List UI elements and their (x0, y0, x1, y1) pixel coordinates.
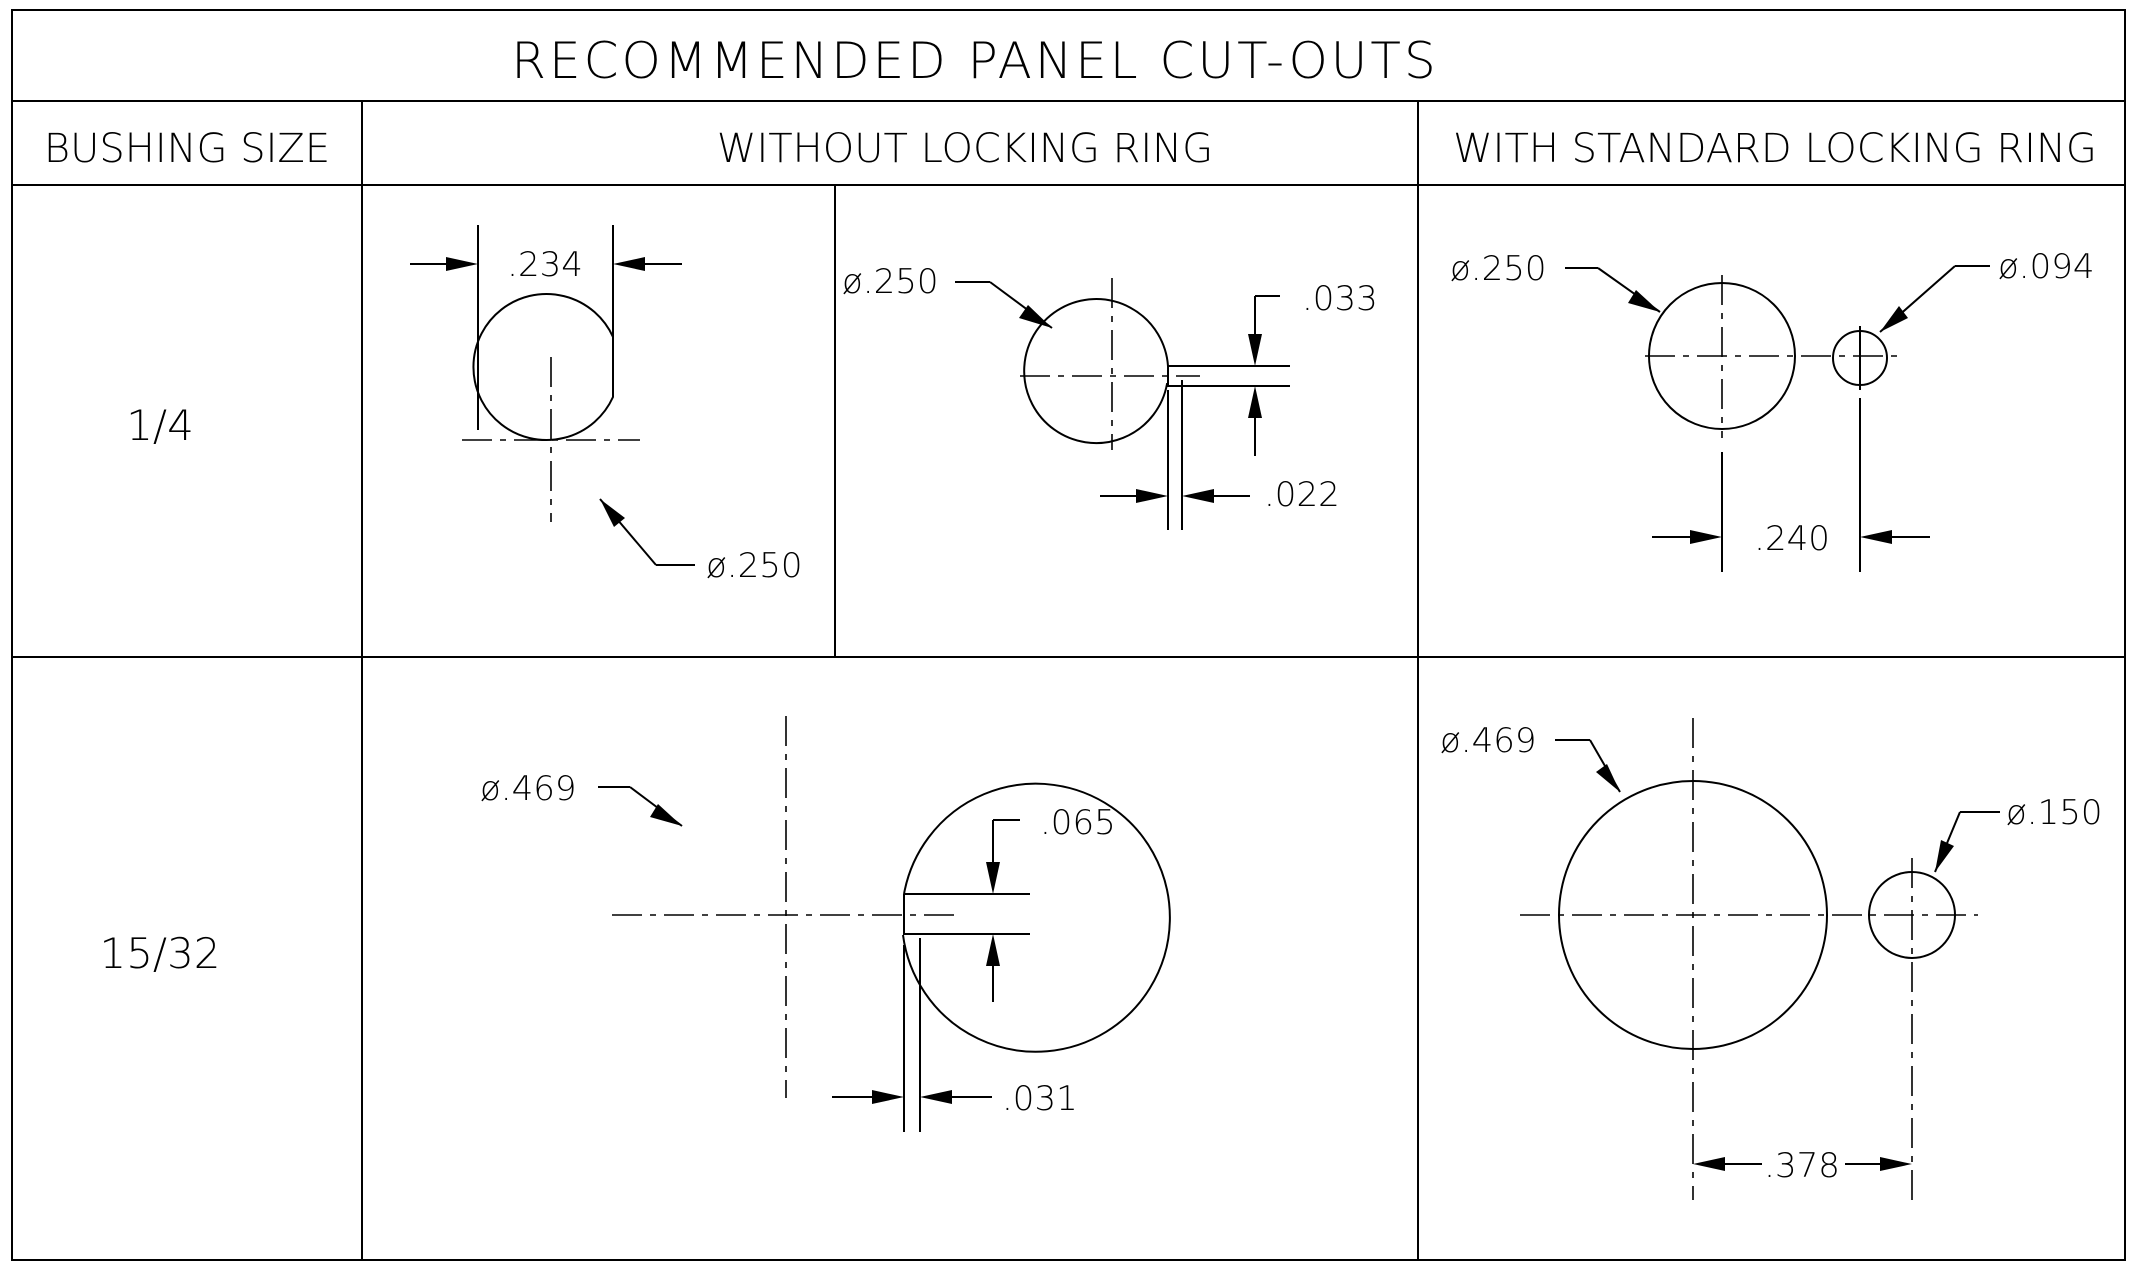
dimension-arrow (1693, 1157, 1725, 1171)
dimension-arrow (920, 1090, 952, 1104)
dimension-arrow (1880, 1157, 1912, 1171)
dim-diameter: ø.469 (480, 769, 577, 809)
dimension-arrow (1248, 334, 1262, 366)
cutout-1-4-flat: .234 ø.250 (410, 225, 803, 586)
dimension-arrow (1136, 489, 1168, 503)
dim-slot-depth: .031 (1002, 1079, 1078, 1119)
header-without-locking-ring: WITHOUT LOCKING RING (717, 126, 1213, 172)
dim-slot-width: .065 (1040, 803, 1116, 843)
dim-pin-diameter: ø.150 (2006, 793, 2103, 833)
leader-arrow (1019, 305, 1052, 328)
bushing-size-quarter: 1/4 (126, 401, 194, 450)
dim-flat-width: .234 (507, 245, 583, 285)
dimension-arrow (1248, 386, 1262, 418)
dim-slot-depth: .022 (1264, 475, 1340, 515)
cutout-15-32-ring: .378 ø.469 ø.150 (1440, 718, 2103, 1200)
dim-slot-width: .033 (1302, 279, 1378, 319)
leader-arrow (650, 804, 682, 826)
dim-spacing: .378 (1764, 1146, 1840, 1186)
dim-main-diameter: ø.469 (1440, 721, 1537, 761)
table-border (11, 9, 2126, 1261)
dimension-arrow (1690, 530, 1722, 544)
bushing-size-15-32: 15/32 (99, 929, 220, 978)
dimension-arrow (613, 257, 645, 271)
cutout-15-32-slot: .065 .031 ø.469 (480, 716, 1171, 1132)
leader-arrow (1880, 306, 1908, 332)
dimension-arrow (446, 257, 478, 271)
cutout-1-4-slot: .033 .022 ø.250 (842, 262, 1378, 530)
header-bushing-size: BUSHING SIZE (44, 126, 330, 172)
d-flat-profile (472, 293, 614, 441)
table-grid (11, 9, 2126, 1261)
leader-arrow (600, 499, 625, 527)
dim-spacing: .240 (1754, 519, 1830, 559)
keyed-circle-profile (902, 782, 1171, 1053)
dim-main-diameter: ø.250 (1450, 249, 1547, 289)
leader-arrow (1628, 290, 1660, 312)
dimension-arrow (986, 862, 1000, 894)
dim-pin-diameter: ø.094 (1998, 247, 2095, 287)
table-title: RECOMMENDED PANEL CUT-OUTS (511, 32, 1438, 90)
dimension-arrow (1182, 489, 1214, 503)
dimension-arrow (986, 934, 1000, 966)
dim-diameter: ø.250 (706, 546, 803, 586)
cutout-1-4-ring: .240 ø.250 ø.094 (1450, 247, 2095, 572)
leader-arrow (1596, 764, 1620, 792)
dim-diameter: ø.250 (842, 262, 939, 302)
keyed-circle-profile (1023, 298, 1169, 445)
dimension-arrow (872, 1090, 904, 1104)
header-with-standard-locking-ring: WITH STANDARD LOCKING RING (1453, 126, 2097, 172)
leader-arrow (1935, 840, 1954, 872)
dimension-arrow (1860, 530, 1892, 544)
